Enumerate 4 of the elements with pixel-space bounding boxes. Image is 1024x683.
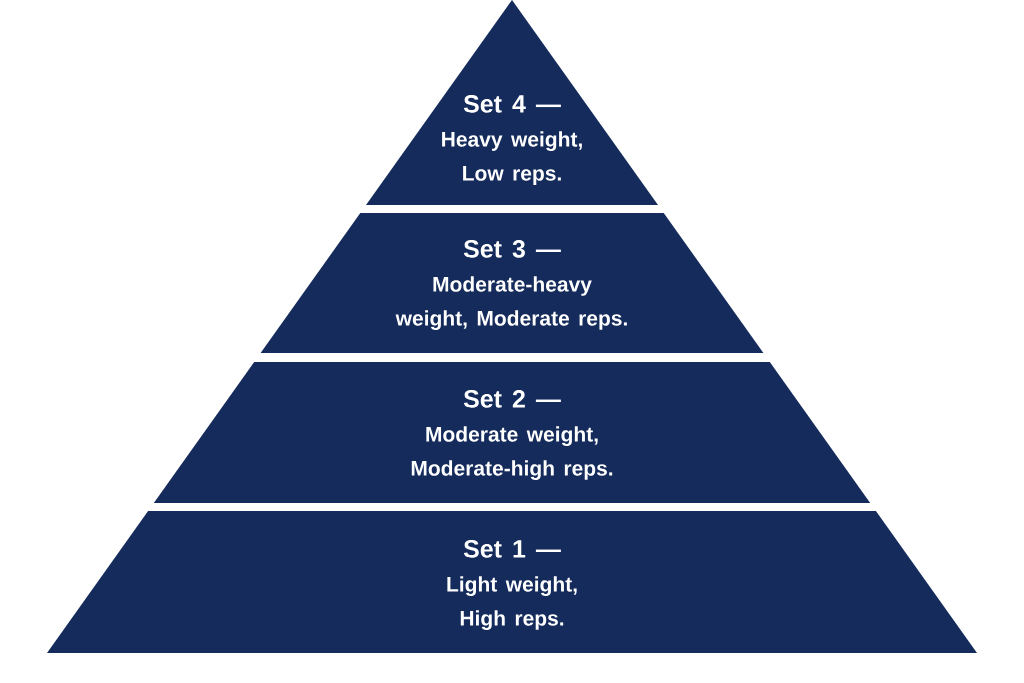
pyramid-band: Set 2 — Moderate weight, Moderate-high reps.: [153, 362, 871, 503]
pyramid-band: Set 3 — Moderate-heavy weight, Moderate reps.: [260, 213, 764, 353]
pyramid-band: Set 1 — Light weight, High reps.: [47, 511, 977, 653]
pyramid-band: Set 4 — Heavy weight, Low reps.: [366, 0, 658, 205]
